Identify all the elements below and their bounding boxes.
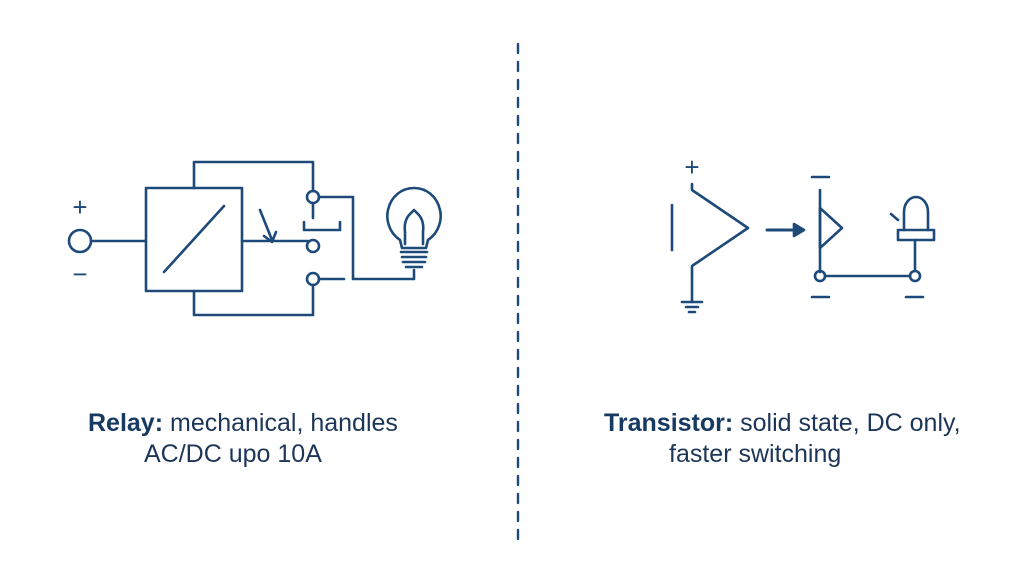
ground-icon — [680, 300, 704, 314]
relay-plus-sign: + — [72, 192, 87, 222]
transistor-diagram: + — [670, 152, 936, 314]
relay-diagram: + − — [67, 160, 442, 317]
arrow-icon — [765, 222, 806, 238]
relay-minus-sign: − — [72, 259, 87, 289]
relay-caption-line2: AC/DC upo 10A — [144, 440, 322, 468]
relay-bottom-loop-wire — [192, 283, 315, 317]
led-node — [908, 269, 922, 283]
driver-triangle — [818, 206, 844, 250]
relay-input-terminal — [67, 228, 93, 254]
transistor-caption-title: Transistor: — [604, 409, 734, 437]
relay-top-loop-wire — [192, 160, 315, 193]
lightbulb-icon — [386, 186, 442, 269]
relay-switch-bracket — [302, 220, 342, 232]
relay-arrow-icon — [258, 208, 278, 244]
relay-caption: Relay: mechanical, handles AC/DC upo 10A — [88, 408, 398, 470]
transistor-caption-line1: solid state, DC only, — [733, 409, 961, 437]
transistor-caption-line2: faster switching — [669, 440, 842, 468]
relay-coil-diagonal — [162, 204, 226, 274]
relay-caption-line1: mechanical, handles — [163, 409, 398, 437]
relay-contact-bottom — [305, 271, 321, 287]
relay-lamp-wire — [317, 195, 416, 281]
relay-contact-top — [305, 189, 321, 205]
led-icon — [889, 195, 936, 242]
transistor-plus-sign: + — [684, 152, 699, 182]
transistor-caption: Transistor: solid state, DC only, faster… — [604, 408, 961, 470]
relay-caption-title: Relay: — [88, 409, 164, 437]
relay-contact-middle — [305, 238, 321, 254]
transistor-body — [690, 182, 750, 276]
